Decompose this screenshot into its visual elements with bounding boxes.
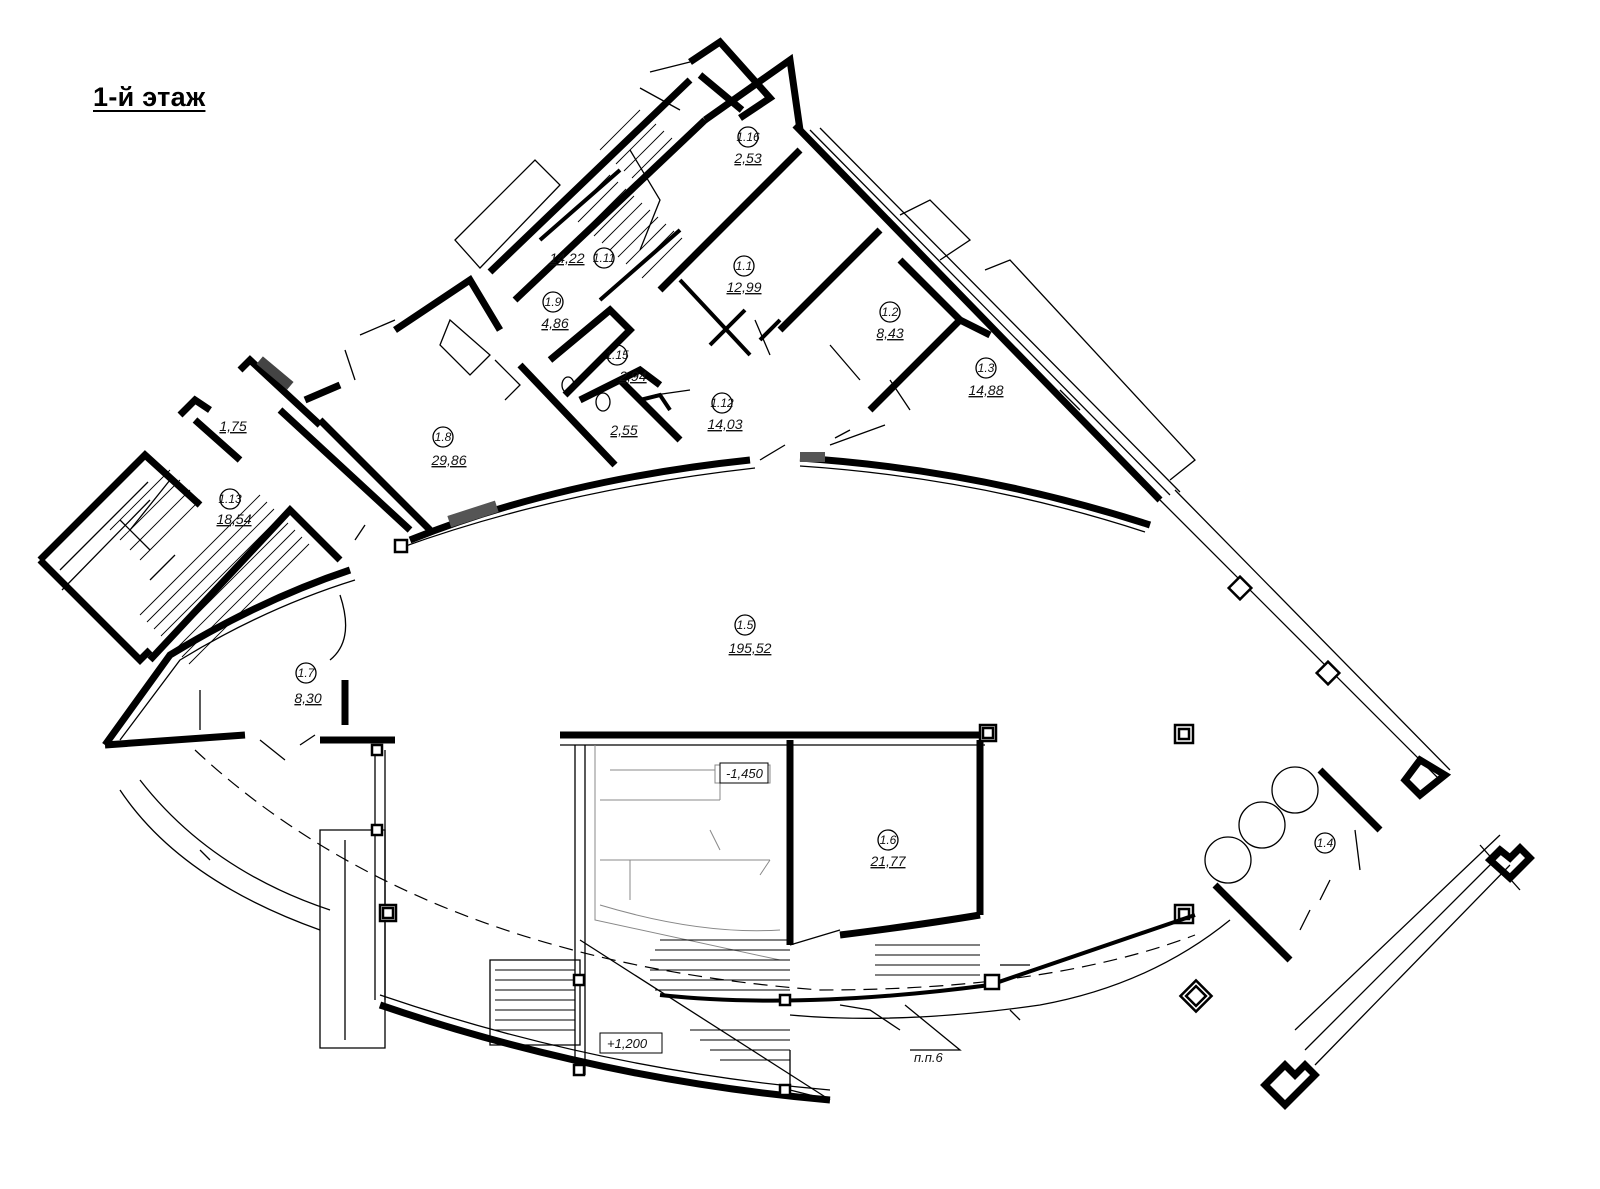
left-lower-wing [102, 524, 395, 761]
svg-text:14,88: 14,88 [968, 382, 1003, 398]
svg-text:1.7: 1.7 [298, 666, 316, 680]
room-label-1-75: 1,75 [219, 418, 246, 434]
level-mark-basement: -1,450 [726, 766, 764, 781]
room-1-6-block [560, 723, 998, 1075]
room-label-1-13: 1.13 18,54 [216, 488, 252, 527]
note-pp6: п.п.6 [914, 1050, 944, 1065]
svg-text:8,43: 8,43 [876, 325, 903, 341]
room-label-1-6: 1.6 21,77 [869, 829, 907, 869]
svg-text:1.12: 1.12 [710, 396, 734, 410]
svg-text:1.4: 1.4 [1317, 836, 1334, 850]
right-wing-walls [657, 53, 1452, 800]
room-label-1-3: 1.3 14,88 [968, 357, 1004, 398]
svg-text:1.8: 1.8 [435, 430, 452, 444]
room-label-1-7: 1.7 8,30 [294, 662, 322, 706]
page-title: 1-й этаж [93, 82, 206, 112]
room-label-1-12: 1.11 14,22 [549, 247, 615, 269]
svg-text:1.5: 1.5 [737, 618, 754, 632]
svg-text:1.16: 1.16 [736, 130, 760, 144]
svg-text:2,53: 2,53 [733, 150, 761, 166]
svg-text:14,03: 14,03 [707, 416, 742, 432]
room-label-1-11: 1.12 14,03 [707, 392, 743, 432]
svg-text:2,94: 2,94 [618, 368, 646, 384]
room-label-2-55: 2,55 [609, 422, 637, 438]
main-curved-wall [393, 424, 1152, 554]
svg-text:4,86: 4,86 [541, 315, 568, 331]
upper-stair-block [454, 37, 776, 303]
svg-text:18,54: 18,54 [216, 511, 251, 527]
svg-text:8,30: 8,30 [294, 690, 321, 706]
svg-text:1.2: 1.2 [882, 305, 899, 319]
svg-text:1.3: 1.3 [978, 361, 995, 375]
svg-text:1.11: 1.11 [593, 251, 615, 265]
left-stair-block [37, 355, 343, 665]
svg-text:1.1: 1.1 [736, 259, 753, 273]
svg-text:1.13: 1.13 [218, 492, 242, 506]
svg-text:29,86: 29,86 [430, 452, 466, 468]
room-label-1-9: 1.9 4,86 [541, 291, 569, 331]
svg-text:12,99: 12,99 [726, 279, 761, 295]
svg-text:1,75: 1,75 [219, 418, 246, 434]
room-label-1-15: 1.15 2,94 [605, 344, 647, 384]
svg-text:1.6: 1.6 [880, 833, 897, 847]
svg-text:1.15: 1.15 [605, 348, 629, 362]
right-lower-wing [1173, 723, 1535, 1110]
svg-text:1.9: 1.9 [545, 295, 562, 309]
room-label-1-4: 1.4 [1314, 832, 1336, 854]
room-label-1-2: 1.2 8,43 [876, 301, 904, 341]
svg-text:195,52: 195,52 [729, 640, 772, 656]
room-label-1-16: 1.16 2,53 [733, 126, 762, 166]
room-label-1-8: 1.8 29,86 [430, 426, 467, 468]
room-label-1-1: 1.1 12,99 [726, 255, 762, 295]
lower-terraces [119, 743, 1231, 1104]
svg-text:14,22: 14,22 [549, 250, 584, 266]
level-mark-terrace: +1,200 [607, 1036, 648, 1051]
central-core-walls [277, 275, 691, 533]
svg-text:2,55: 2,55 [609, 422, 637, 438]
svg-text:21,77: 21,77 [869, 853, 906, 869]
room-label-1-5: 1.5 195,52 [729, 614, 772, 656]
